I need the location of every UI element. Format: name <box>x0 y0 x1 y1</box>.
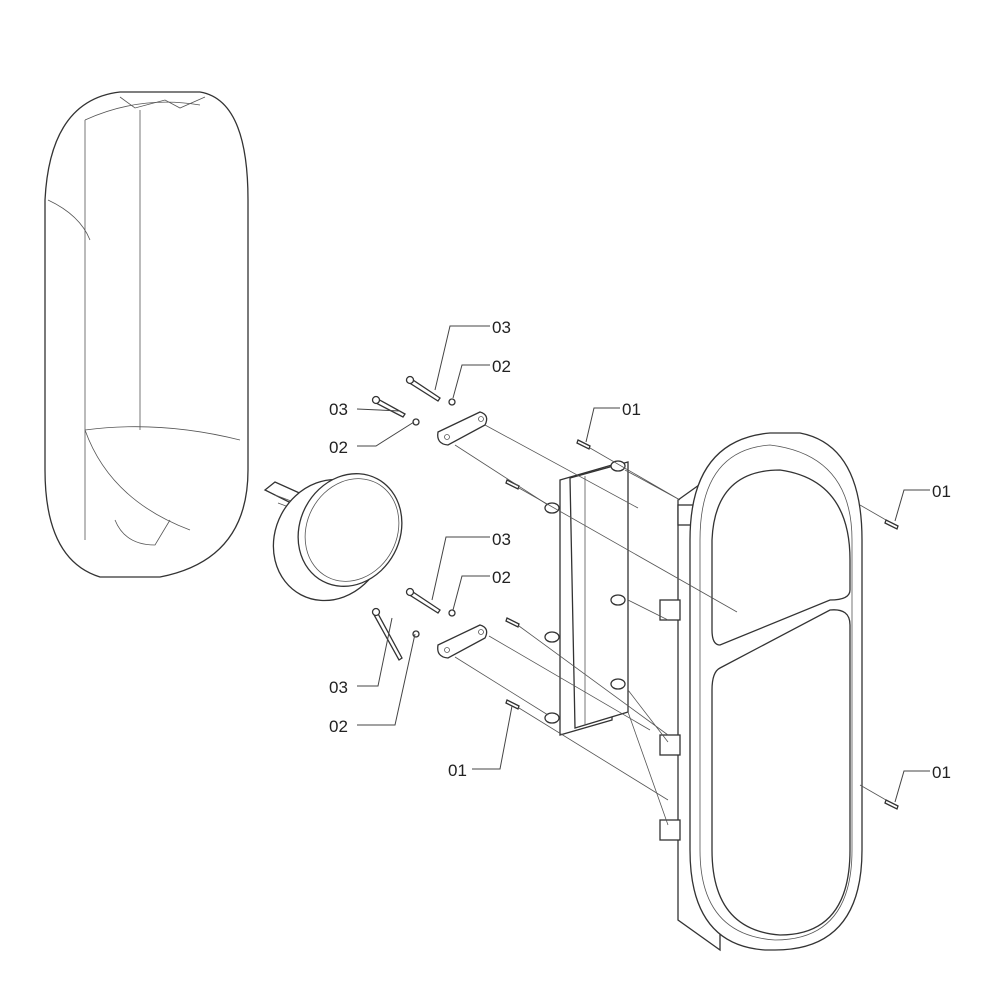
back-plate <box>659 432 863 952</box>
callout-lower-bolt-rear: 03 <box>492 530 511 549</box>
callout-lower-washer-rear: 02 <box>492 568 511 587</box>
upper-clamp <box>437 411 488 446</box>
callout-screw-bracket-bottom: 01 <box>448 761 467 780</box>
mounting-bracket <box>544 460 629 736</box>
front-cover <box>44 91 249 578</box>
assembly-axes <box>454 424 887 826</box>
knob-unit <box>263 473 403 602</box>
callout-screw-bracket-top: 01 <box>622 400 641 419</box>
callout-upper-washer-front: 02 <box>329 438 348 457</box>
bolts <box>371 375 456 661</box>
callout-labels: 03 02 03 02 01 01 03 02 03 02 01 01 <box>329 318 951 782</box>
callout-upper-bolt-rear: 03 <box>492 318 511 337</box>
callout-lower-washer-front: 02 <box>329 717 348 736</box>
leader-lines <box>356 325 930 803</box>
callout-screw-panel-bottom: 01 <box>932 763 951 782</box>
callout-upper-washer-rear: 02 <box>492 357 511 376</box>
callout-upper-bolt-front: 03 <box>329 400 348 419</box>
callout-screw-panel-top: 01 <box>932 482 951 501</box>
callout-lower-bolt-front: 03 <box>329 678 348 697</box>
lower-clamp <box>437 624 488 659</box>
